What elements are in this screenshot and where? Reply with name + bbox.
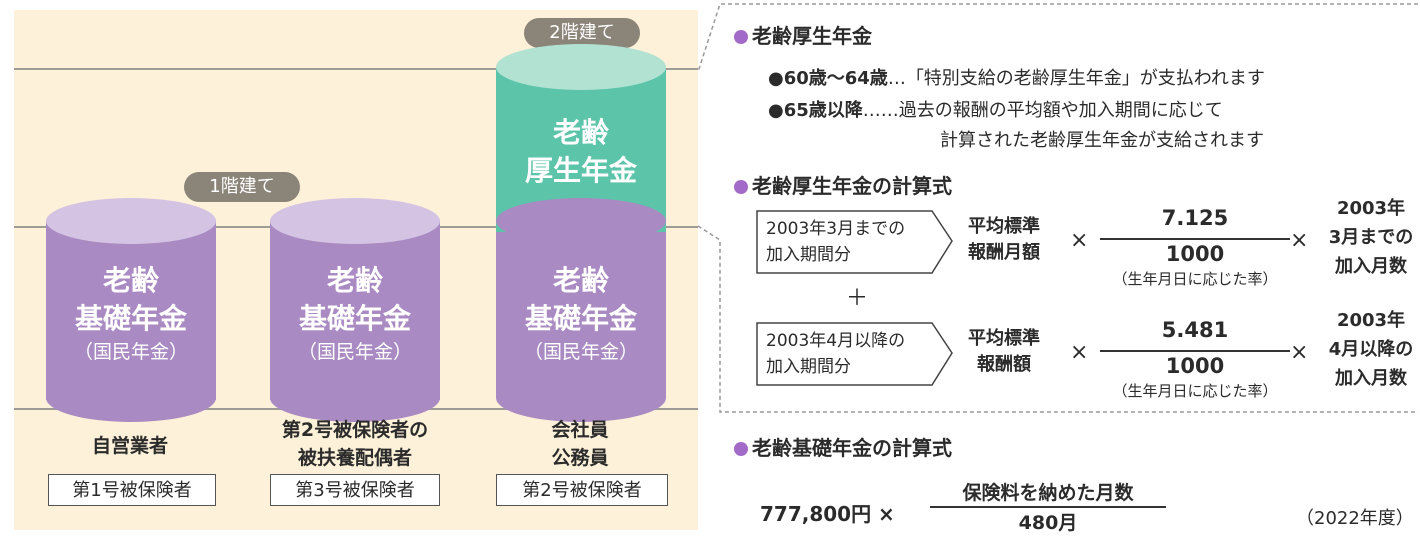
row1-term: 平均標準報酬月額 bbox=[968, 216, 1040, 263]
kiso-label-line1: 老齢 bbox=[102, 264, 159, 297]
kiso-label-line3: （国民年金） bbox=[523, 341, 638, 363]
s1-line1: ●60歳〜64歳…「特別支給の老齢厚生年金」が支払われます bbox=[768, 68, 1265, 89]
kiso-formula-denominator: 480月 bbox=[1018, 512, 1078, 534]
row2-times2: × bbox=[1290, 340, 1309, 365]
kosei-kiso-cylinder: 老齢 厚生年金 老齢 基礎年金 （国民年金） bbox=[496, 44, 666, 422]
row1-rate-note: （生年月日に応じた率） bbox=[1112, 270, 1278, 288]
period-box-2-text: 2003年4月以降の加入期間分 bbox=[766, 331, 906, 377]
kiso-label-line1: 老齢 bbox=[552, 264, 609, 297]
period-arrow-box-2 bbox=[756, 322, 953, 386]
kiso-label-line1: 老齢 bbox=[326, 264, 383, 297]
section-title-kosei: 老齢厚生年金 bbox=[734, 20, 872, 49]
column-caption-2: 第2号被保険者の 被扶養配偶者 bbox=[281, 419, 429, 469]
insured-category-tag-3: 第3号被保険者 bbox=[270, 474, 440, 506]
bullet-dot-icon bbox=[734, 180, 748, 194]
section-title-kosei-formula: 老齢厚生年金の計算式 bbox=[734, 170, 952, 199]
s1-line2: ●65歳以降……過去の報酬の平均額や加入期間に応じて bbox=[768, 100, 1223, 121]
period-box-1-text: 2003年3月までの加入期間分 bbox=[766, 219, 906, 265]
kosei-label-line1: 老齢 bbox=[552, 116, 609, 149]
row1-times2: × bbox=[1290, 228, 1309, 253]
two-floor-pill: 2階建て bbox=[524, 18, 640, 48]
row2-fraction-bar bbox=[1100, 350, 1290, 352]
row1-fraction-bar bbox=[1100, 238, 1290, 240]
kiso-label-line2: 基礎年金 bbox=[74, 302, 187, 335]
section-title-kiso-formula: 老齢基礎年金の計算式 bbox=[734, 432, 952, 461]
plus-sign: ＋ bbox=[846, 286, 869, 311]
kiso-label-line3: （国民年金） bbox=[297, 341, 412, 363]
column-caption-3: 会社員 公務員 bbox=[551, 419, 609, 469]
kiso-cylinder-2: 老齢 基礎年金 （国民年金） bbox=[270, 198, 440, 422]
row2-times: × bbox=[1070, 340, 1089, 365]
row2-rate-note: （生年月日に応じた率） bbox=[1112, 382, 1278, 400]
row1-denominator: 1000 bbox=[1165, 242, 1225, 266]
column-caption-1: 自営業者 bbox=[91, 435, 168, 457]
one-floor-pill: 1階建て bbox=[184, 172, 300, 202]
kiso-formula-numerator: 保険料を納めた月数 bbox=[962, 482, 1134, 504]
kosei-label-line2: 厚生年金 bbox=[524, 154, 637, 187]
kiso-cylinder-1: 老齢 基礎年金 （国民年金） bbox=[46, 198, 216, 422]
insured-category-tag-1: 第1号被保険者 bbox=[48, 474, 216, 506]
kiso-label-line3: （国民年金） bbox=[73, 341, 188, 363]
insured-category-tag-2: 第2号被保険者 bbox=[496, 474, 668, 506]
row1-numerator: 7.125 bbox=[1161, 206, 1229, 230]
kiso-formula-left: 777,800円 × bbox=[760, 502, 895, 526]
row2-term: 平均標準報酬額 bbox=[968, 328, 1040, 375]
grid-line-top bbox=[14, 68, 698, 70]
kiso-formula-bar bbox=[930, 506, 1166, 508]
kiso-label-line2: 基礎年金 bbox=[298, 302, 411, 335]
bullet-dot-icon bbox=[734, 30, 748, 44]
kiso-label-line2: 基礎年金 bbox=[524, 302, 637, 335]
year-note: （2022年度） bbox=[1296, 508, 1414, 529]
period-arrow-box-1 bbox=[756, 210, 953, 274]
row2-numerator: 5.481 bbox=[1161, 318, 1229, 342]
row2-denominator: 1000 bbox=[1165, 354, 1225, 378]
bullet-dot-icon bbox=[734, 442, 748, 456]
row1-times: × bbox=[1070, 228, 1089, 253]
cylinder-divider bbox=[496, 198, 666, 244]
s1-line3: 計算された老齢厚生年金が支給されます bbox=[940, 130, 1264, 151]
